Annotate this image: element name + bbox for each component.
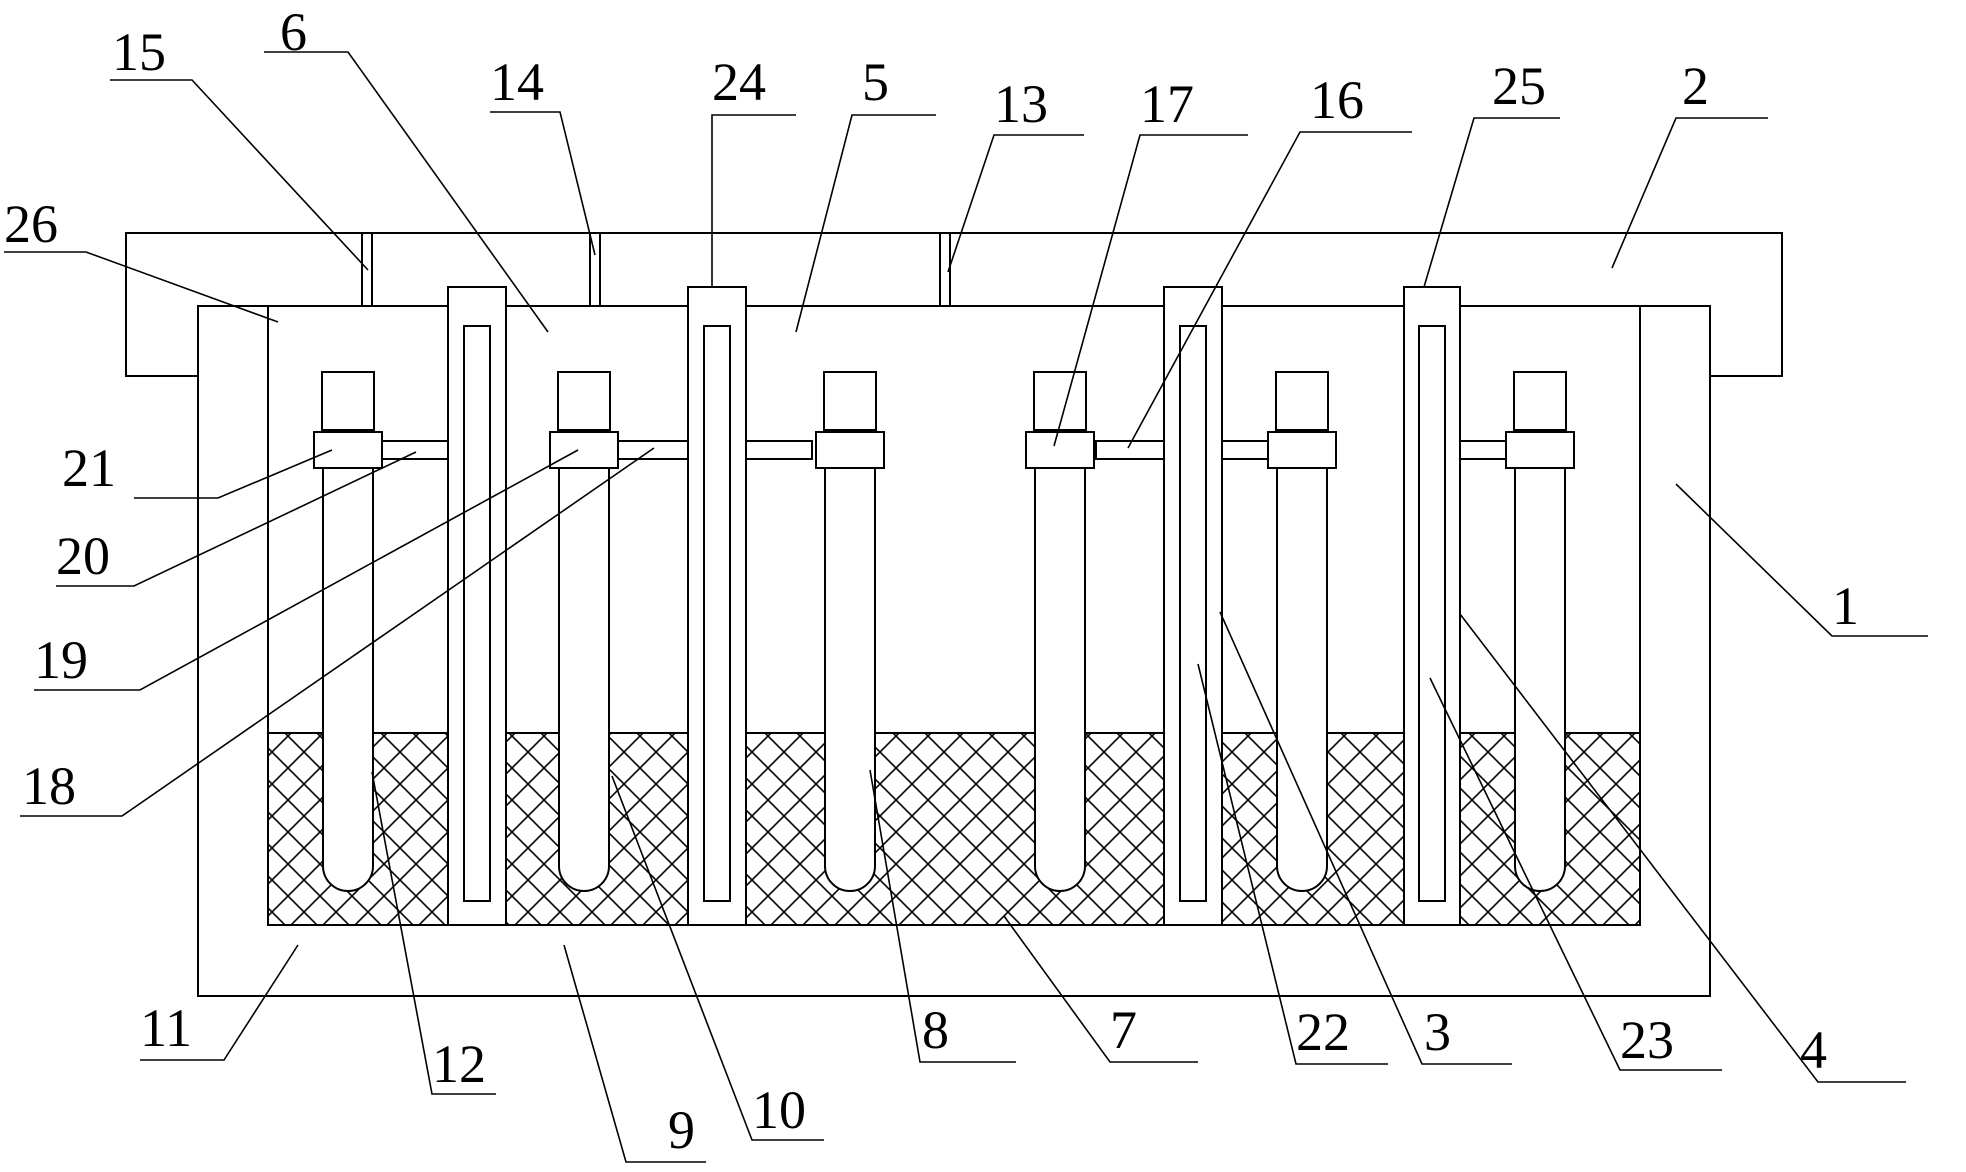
- label-18: 18: [22, 756, 76, 816]
- divider-slot: [463, 325, 491, 902]
- foam-pad: [745, 732, 1165, 926]
- label-5: 5: [862, 52, 889, 112]
- leader-2: [1611, 117, 1768, 269]
- rod: [745, 440, 813, 460]
- leader-11: [140, 944, 299, 1061]
- label-3: 3: [1424, 1002, 1451, 1062]
- leader-16: [1127, 131, 1412, 449]
- leader-lines: [4, 51, 1928, 1163]
- label-23: 23: [1620, 1010, 1674, 1070]
- leader-3: [1219, 611, 1512, 1065]
- test-tube: [313, 371, 383, 892]
- leader-12: [371, 771, 496, 1095]
- leader-17: [1053, 134, 1248, 447]
- tube-cap: [321, 371, 375, 431]
- divider-slot: [1179, 325, 1207, 902]
- dividers: [447, 286, 1461, 926]
- leader-25: [1423, 117, 1560, 288]
- tube-body: [1514, 429, 1566, 892]
- leader-7: [1003, 915, 1198, 1063]
- tube-body: [824, 429, 876, 892]
- test-tube: [549, 371, 619, 892]
- test-tubes: [313, 371, 1575, 892]
- tube-cap: [557, 371, 611, 431]
- tube-clamp: [815, 431, 885, 469]
- label-12: 12: [432, 1034, 486, 1094]
- leader-6: [264, 51, 549, 333]
- label-1: 1: [1832, 576, 1859, 636]
- rod: [373, 440, 449, 460]
- tube-cap: [823, 371, 877, 431]
- label-4: 4: [1800, 1020, 1827, 1080]
- label-17: 17: [1140, 74, 1194, 134]
- tube-clamp: [1025, 431, 1095, 469]
- test-tube: [1267, 371, 1337, 892]
- leader-13: [947, 134, 1084, 273]
- test-tube: [1025, 371, 1095, 892]
- leader-24: [711, 114, 796, 287]
- foam-pads: [267, 732, 1641, 926]
- label-25: 25: [1492, 56, 1546, 116]
- leader-26: [4, 251, 279, 323]
- label-11: 11: [140, 998, 192, 1058]
- divider-plate-22: [1163, 286, 1223, 926]
- label-20: 20: [56, 526, 110, 586]
- divider-plate-24: [687, 286, 747, 926]
- leader-23: [1429, 677, 1722, 1071]
- label-19: 19: [34, 630, 88, 690]
- label-21: 21: [62, 438, 116, 498]
- label-9: 9: [668, 1100, 695, 1160]
- leader-15: [110, 79, 369, 271]
- tube-body: [1276, 429, 1328, 892]
- leader-20: [56, 451, 417, 587]
- leader-22: [1197, 663, 1388, 1065]
- tube-clamp: [313, 431, 383, 469]
- divider-plate: [447, 286, 507, 926]
- label-15: 15: [112, 22, 166, 82]
- labels: 15 6 14 24 5 13 17 16 25 2 26 21 20 19 1…: [4, 2, 1859, 1160]
- label-7: 7: [1110, 1000, 1137, 1060]
- leader-19: [34, 449, 579, 691]
- leader-9: [563, 944, 706, 1163]
- tube-body: [1034, 429, 1086, 892]
- label-26: 26: [4, 194, 58, 254]
- leader-18: [20, 447, 655, 817]
- divider-plate-25: [1403, 286, 1461, 926]
- label-6: 6: [280, 2, 307, 62]
- label-16: 16: [1310, 70, 1364, 130]
- test-tube: [1505, 371, 1575, 892]
- divider-slot: [703, 325, 731, 902]
- leader-21: [134, 449, 333, 499]
- tube-body: [558, 429, 610, 892]
- leader-8: [869, 769, 1016, 1063]
- leader-10: [611, 775, 824, 1141]
- leader-14: [490, 111, 596, 256]
- tube-cap: [1275, 371, 1329, 431]
- label-13: 13: [994, 74, 1048, 134]
- leader-4: [1459, 613, 1906, 1083]
- divider-slot: [1418, 325, 1446, 902]
- label-14: 14: [490, 52, 544, 112]
- label-10: 10: [752, 1080, 806, 1140]
- tube-cap: [1513, 371, 1567, 431]
- rod: [1095, 440, 1165, 460]
- rod: [617, 440, 689, 460]
- tube-clamp: [1267, 431, 1337, 469]
- tube-clamp: [549, 431, 619, 469]
- tube-cap: [1033, 371, 1087, 431]
- leader-5: [795, 114, 936, 333]
- leader-1: [1675, 483, 1928, 637]
- tube-clamp: [1505, 431, 1575, 469]
- label-8: 8: [922, 1000, 949, 1060]
- label-2: 2: [1682, 56, 1709, 116]
- label-24: 24: [712, 52, 766, 112]
- label-22: 22: [1296, 1002, 1350, 1062]
- test-tube: [815, 371, 885, 892]
